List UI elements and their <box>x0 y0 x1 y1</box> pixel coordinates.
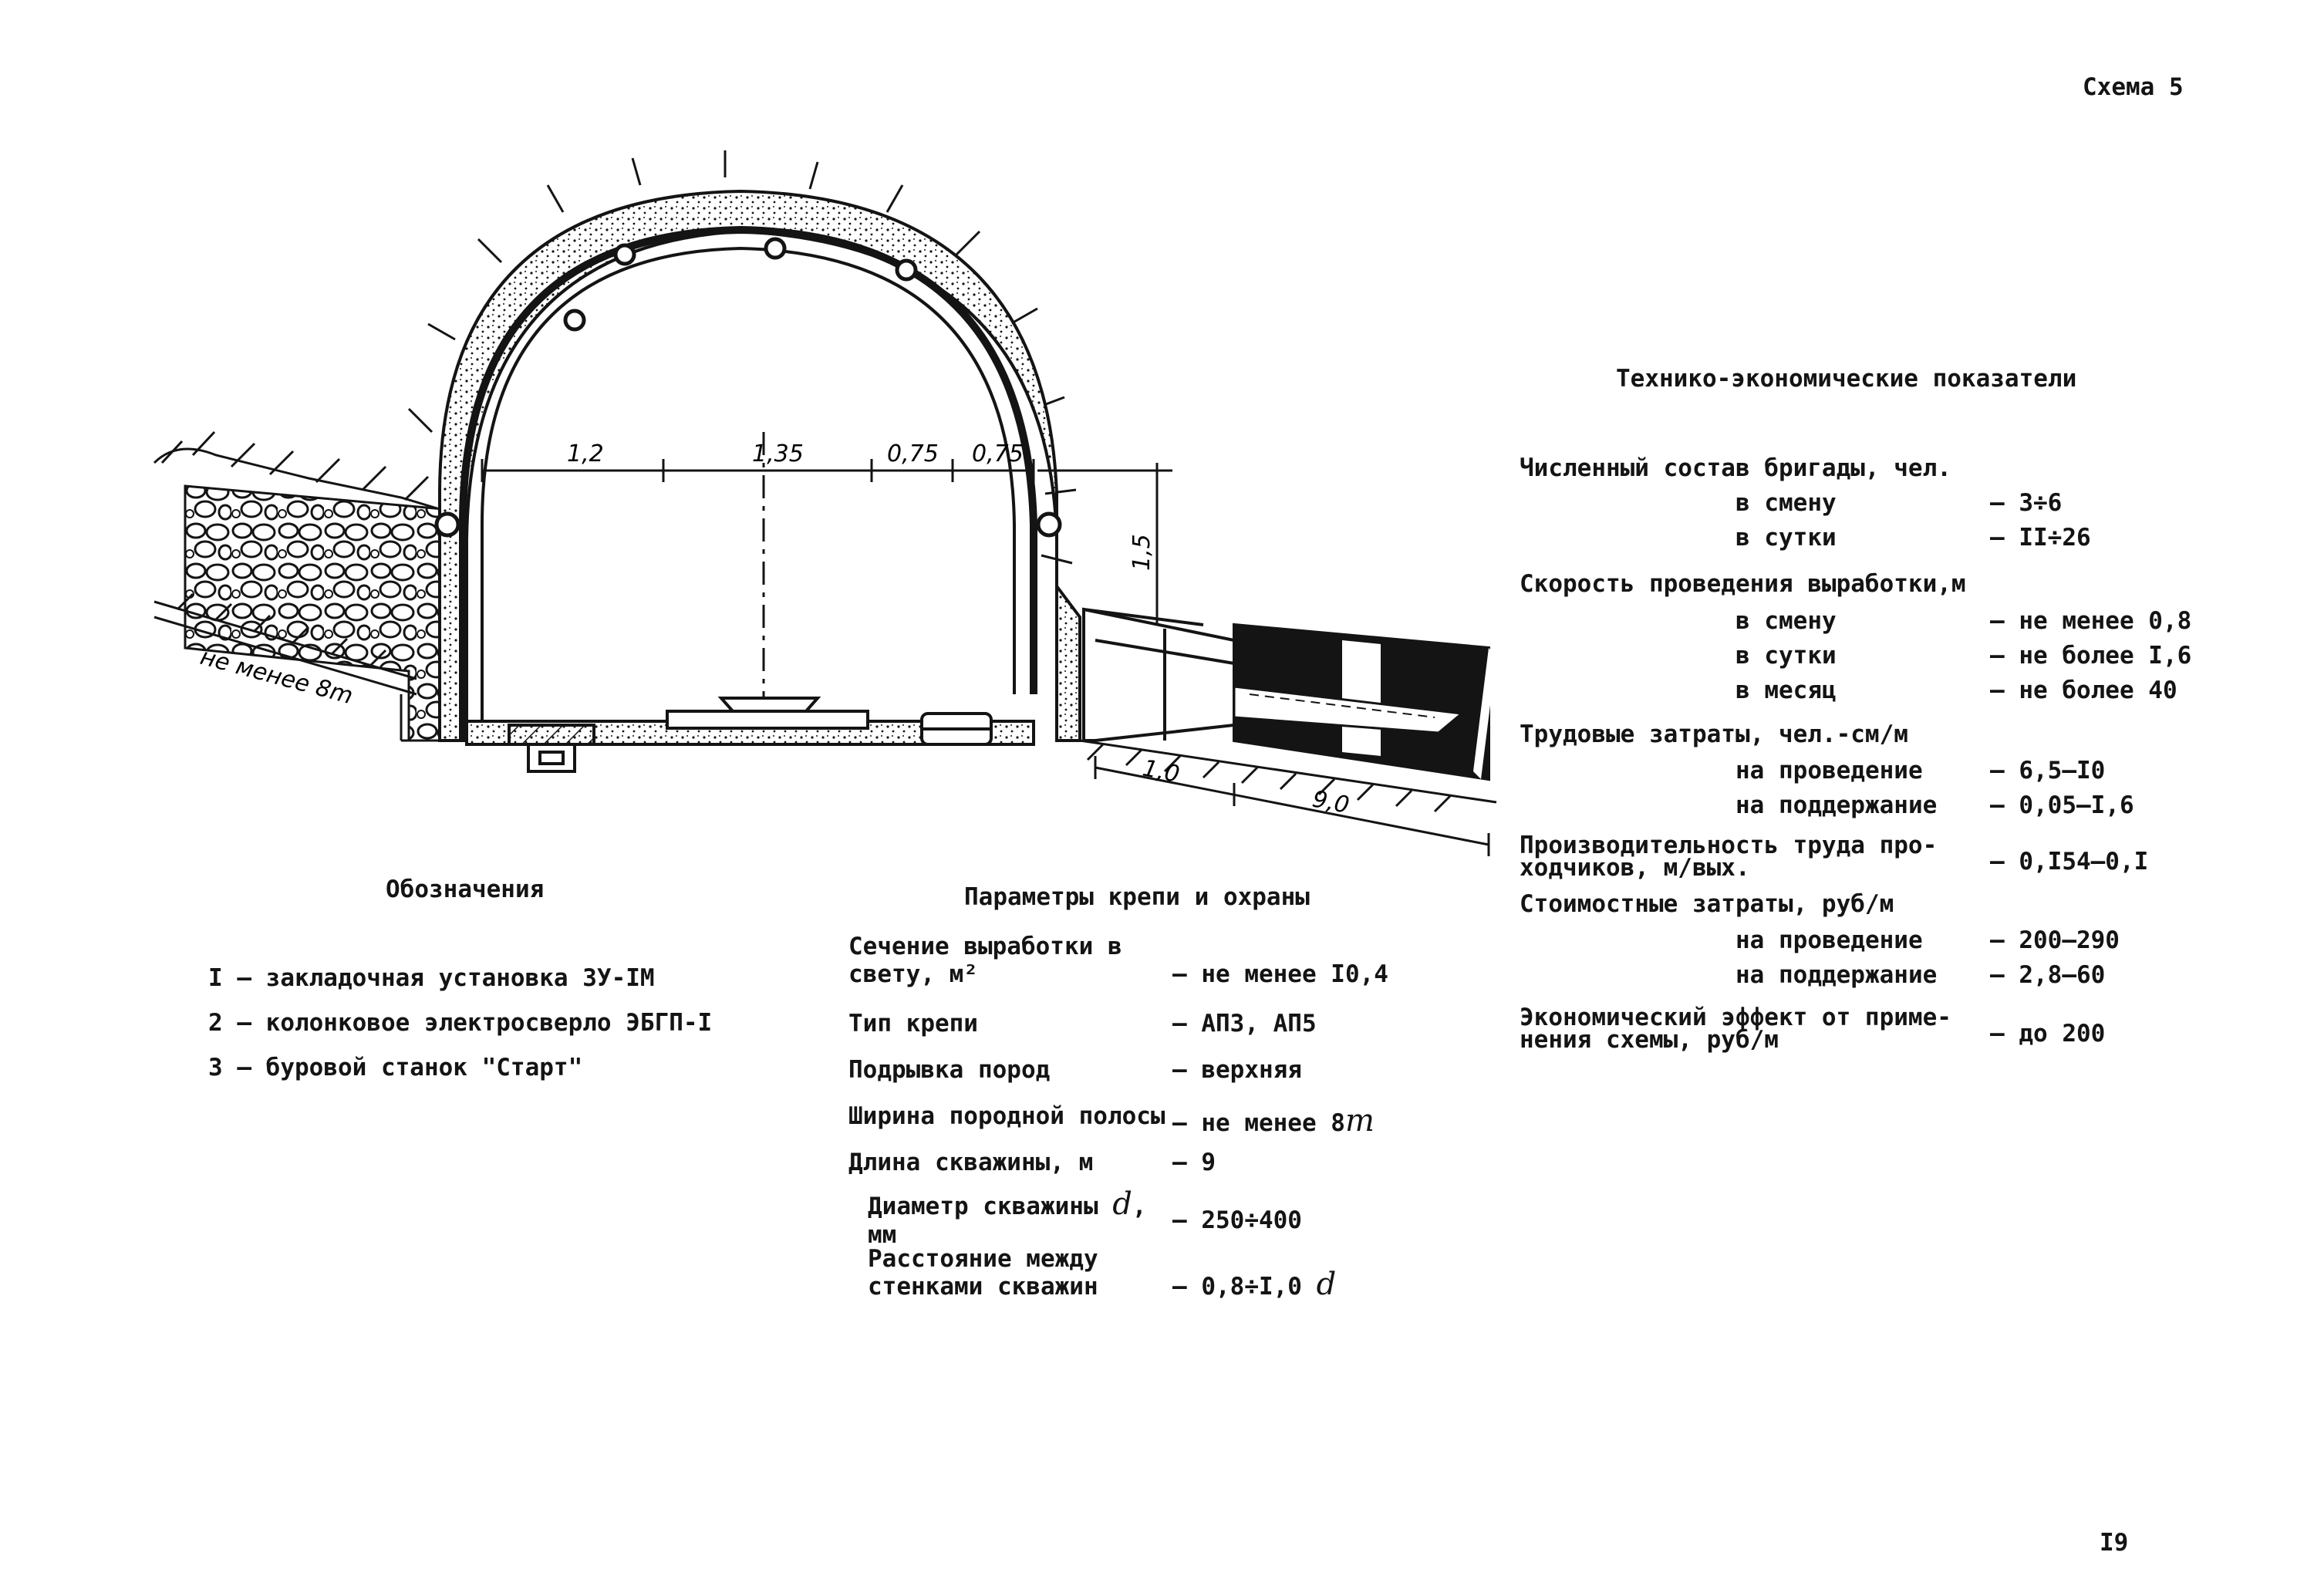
ind-label-labor: Трудовые затраты, чел.-см/м <box>1520 720 1908 748</box>
legend-list: I – закладочная установка ЗУ-IМ 2 – коло… <box>208 964 712 1098</box>
dim-label-3: 0,75 <box>887 440 939 467</box>
ind-label-effect: Экономический эффект от приме- нения схе… <box>1520 1004 1951 1054</box>
ind-label-speed: Скорость проведения выработки,м <box>1520 570 1966 598</box>
param-label-hole-diameter: Диаметр скважины d, мм <box>868 1186 1147 1249</box>
ind-label-crew-day: в сутки <box>1736 524 1837 552</box>
arch-bolts <box>434 237 1062 538</box>
drill-gallery <box>1082 607 1496 781</box>
legend-item-3: 3 – буровой станок "Старт" <box>208 1054 583 1081</box>
page-number: I9 <box>2100 1529 2129 1557</box>
param-label-undercut: Подрывка пород <box>848 1056 1051 1084</box>
ind-label-labor-maintenance: на поддержание <box>1736 791 1938 819</box>
ind-value-effect: – до 200 <box>1990 1020 2106 1048</box>
length-dimension <box>1094 756 1490 856</box>
ind-value-productivity: – 0,I54–0,I <box>1990 848 2149 876</box>
dim-label-4: 0,75 <box>972 440 1024 467</box>
arch-backfill <box>438 189 1081 742</box>
param-label-support-type: Тип крепи <box>848 1010 978 1038</box>
dim-label-len2: 9,0 <box>1310 785 1351 818</box>
ind-value-labor-driving: – 6,5–I0 <box>1990 757 2106 785</box>
ind-label-crew: Численный состав бригады, чел. <box>1520 454 1951 482</box>
ind-label-speed-day: в сутки <box>1736 642 1837 670</box>
ind-label-productivity: Производительность труда про- ходчиков, … <box>1520 832 1938 882</box>
legend-item-1: I – закладочная установка ЗУ-IМ <box>208 964 655 992</box>
ind-label-speed-month: в месяц <box>1736 677 1837 704</box>
support-params-title: Параметры крепи и охраны <box>964 883 1310 911</box>
param-value-section: – не менее I0,4 <box>1172 960 1388 988</box>
param-value-strip-width: – не менее 8m <box>1172 1103 1375 1139</box>
ind-label-speed-shift: в смену <box>1736 607 1837 635</box>
scheme-label: Схема 5 <box>2083 73 2184 101</box>
ind-label-cost: Стоимостные затраты, руб/м <box>1520 890 1894 918</box>
param-value-support-type: – АПЗ, АП5 <box>1172 1010 1317 1038</box>
arch-support <box>459 225 1037 741</box>
param-label-hole-length: Длина скважины, м <box>848 1149 1094 1176</box>
rock-strip-left <box>184 484 457 742</box>
ind-value-labor-maintenance: – 0,05–I,6 <box>1990 791 2134 819</box>
ind-value-cost-driving: – 200–290 <box>1990 926 2120 954</box>
param-value-hole-diameter: – 250÷400 <box>1172 1206 1302 1234</box>
ind-value-speed-shift: – не менее 0,8 <box>1990 607 2192 635</box>
param-value-hole-length: – 9 <box>1172 1149 1216 1176</box>
ind-value-crew-shift: – 3÷6 <box>1990 489 2063 517</box>
ind-label-cost-maintenance: на поддержание <box>1736 961 1938 989</box>
indicators-table: Численный состав бригады, чел. в смену –… <box>1520 454 2275 1072</box>
dim-label-2: 1,35 <box>752 440 804 467</box>
tunnel-floor <box>465 697 1035 773</box>
dim-label-height: 1,5 <box>1128 534 1155 571</box>
dim-label-1: 1,2 <box>567 440 604 467</box>
param-label-hole-spacing: Расстояние между стенками скважин <box>868 1245 1098 1301</box>
ind-label-crew-shift: в смену <box>1736 489 1837 517</box>
legend-item-2: 2 – колонковое электросверло ЭБГП-I <box>208 1009 713 1037</box>
param-value-undercut: – верхняя <box>1172 1056 1302 1084</box>
param-value-hole-spacing: – 0,8÷I,0 d <box>1172 1267 1337 1302</box>
ind-value-cost-maintenance: – 2,8–60 <box>1990 961 2106 989</box>
ind-label-cost-driving: на проведение <box>1736 926 1923 954</box>
ind-value-crew-day: – II÷26 <box>1990 524 2091 552</box>
rock-hatching-left <box>153 430 440 511</box>
ind-label-labor-driving: на проведение <box>1736 757 1923 785</box>
param-label-section: Сечение выработки в свету, м² <box>848 933 1122 988</box>
ground-right <box>1079 739 1497 813</box>
ind-value-speed-month: – не более 40 <box>1990 677 2177 704</box>
ind-value-speed-day: – не более I,6 <box>1990 642 2192 670</box>
param-label-strip-width: Ширина породной полосы <box>848 1102 1165 1130</box>
indicators-title: Технико-экономические показатели <box>1616 365 2077 393</box>
legend-title: Обозначения <box>386 876 545 903</box>
width-dimension <box>481 432 1035 741</box>
